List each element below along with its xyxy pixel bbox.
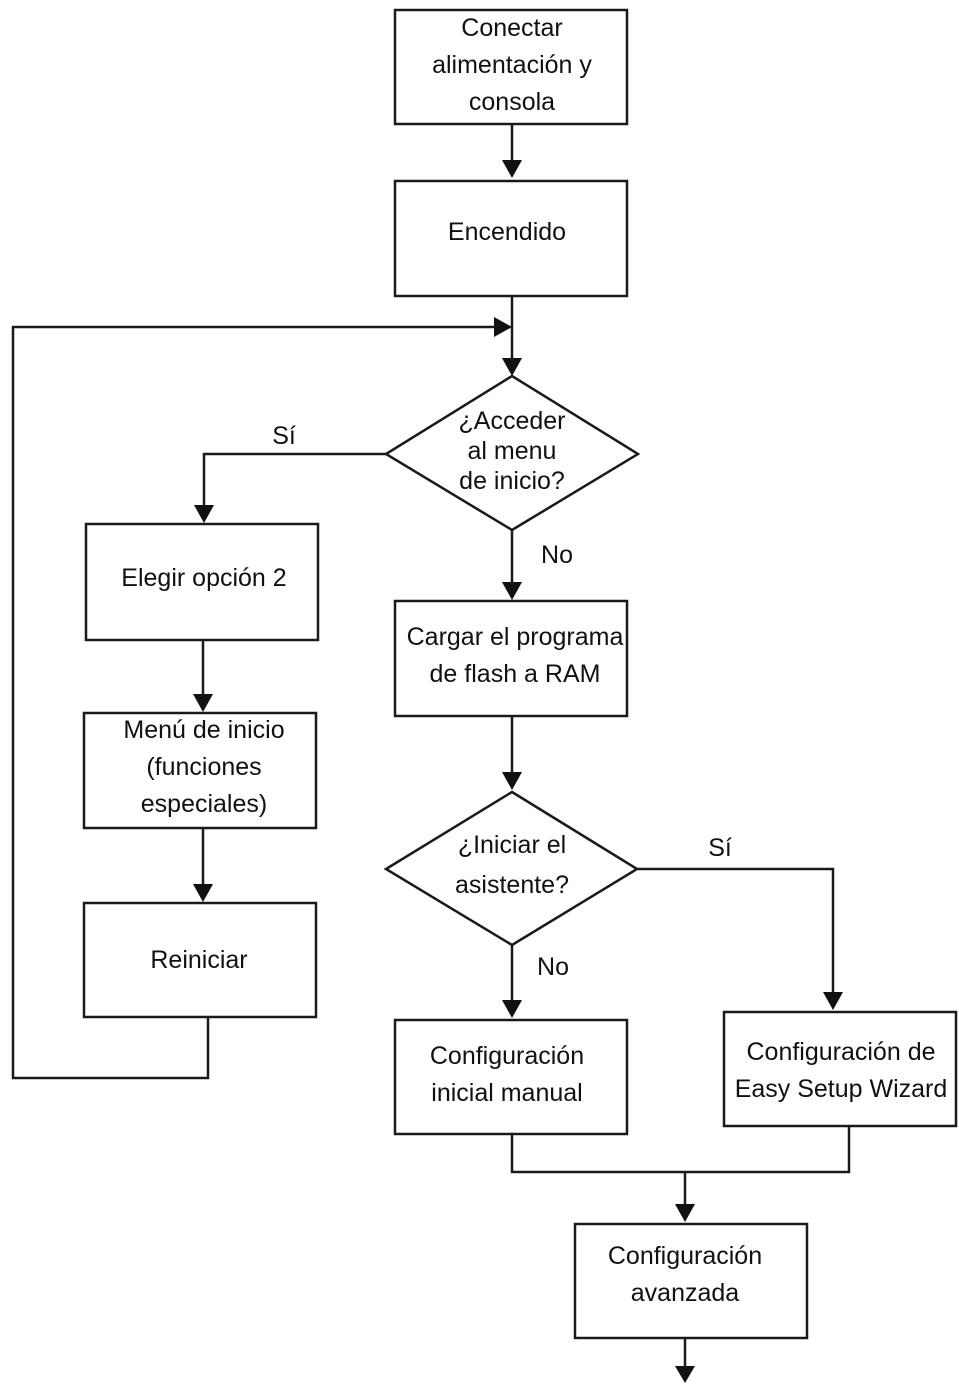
node-line: al menu (468, 437, 557, 465)
node-line: de inicio? (459, 467, 565, 495)
arrowhead-wizard (823, 992, 843, 1010)
edge-merge (510, 1126, 851, 1174)
process-encendido: Encendido (393, 179, 629, 298)
arrowhead-acceder (502, 358, 522, 376)
decision-iniciar: ¿Iniciar el asistente? (383, 790, 640, 947)
node-line: (funciones (146, 753, 261, 781)
label-iniciar-si: Sí (708, 834, 732, 862)
node-line: consola (469, 88, 555, 116)
arrowhead-menu (193, 694, 213, 712)
node-line: Conectar (461, 14, 562, 42)
node-text-elegir: Elegir opción 2 (121, 564, 286, 592)
node-text-iniciar: ¿Iniciar el asistente? (455, 831, 569, 899)
arrowhead-exit (675, 1366, 695, 1383)
node-line: inicial manual (431, 1079, 582, 1107)
arrowhead-elegir (194, 505, 214, 523)
process-elegir: Elegir opción 2 (84, 522, 320, 642)
arrowhead-iniciar (502, 772, 522, 790)
node-text-cargar: Cargar el programa de flash a RAM (407, 623, 624, 688)
node-line: de flash a RAM (430, 660, 601, 688)
label-iniciar-no: No (537, 953, 569, 981)
node-line: ¿Iniciar el (458, 831, 566, 859)
node-line: avanzada (631, 1279, 740, 1307)
node-line: Cargar el programa (407, 623, 624, 651)
label-acceder-si: Sí (272, 422, 296, 450)
node-line: Configuración (430, 1042, 584, 1070)
node-line: ¿Acceder (459, 407, 566, 435)
arrowhead-reiniciar (193, 884, 213, 902)
node-text-manual: Configuración inicial manual (430, 1042, 584, 1107)
node-line: Menú de inicio (123, 716, 284, 744)
node-line: Elegir opción 2 (121, 564, 286, 592)
node-text-avanzada: Configuración avanzada (608, 1242, 762, 1307)
node-text-reiniciar: Reiniciar (150, 946, 247, 974)
node-text-wizard: Configuración de Easy Setup Wizard (735, 1038, 948, 1103)
process-cargar: Cargar el programa de flash a RAM (393, 599, 629, 718)
node-line: Encendido (448, 218, 566, 246)
node-line: asistente? (455, 871, 569, 899)
edge-acceder-si (202, 452, 386, 505)
arrowhead-loop (494, 317, 512, 337)
process-avanzada: Configuración avanzada (573, 1222, 809, 1340)
node-line: Configuración (608, 1242, 762, 1270)
node-line: especiales) (141, 790, 267, 818)
connectors (11, 124, 851, 1383)
process-conectar: Conectar alimentación y consola (393, 8, 629, 126)
process-manual: Configuración inicial manual (393, 1018, 629, 1136)
process-menu: Menú de inicio (funciones especiales) (82, 711, 318, 830)
node-line: alimentación y (432, 51, 592, 79)
node-line: Reiniciar (150, 946, 247, 974)
node-line: Configuración de (746, 1038, 935, 1066)
arrowhead-avanzada (675, 1204, 695, 1222)
arrowhead-encendido (502, 160, 522, 178)
arrowhead-manual (502, 1000, 522, 1018)
node-line: Easy Setup Wizard (735, 1075, 948, 1103)
edge-iniciar-si (637, 867, 835, 992)
node-text-conectar: Conectar alimentación y consola (432, 14, 592, 116)
label-acceder-no: No (541, 541, 573, 569)
process-reiniciar: Reiniciar (82, 901, 318, 1019)
arrowhead-cargar (502, 582, 522, 600)
edge-reiniciar-loop (11, 325, 494, 1080)
process-wizard: Configuración de Easy Setup Wizard (722, 1010, 958, 1128)
node-text-encendido: Encendido (448, 218, 566, 246)
node-text-menu: Menú de inicio (funciones especiales) (123, 716, 284, 818)
